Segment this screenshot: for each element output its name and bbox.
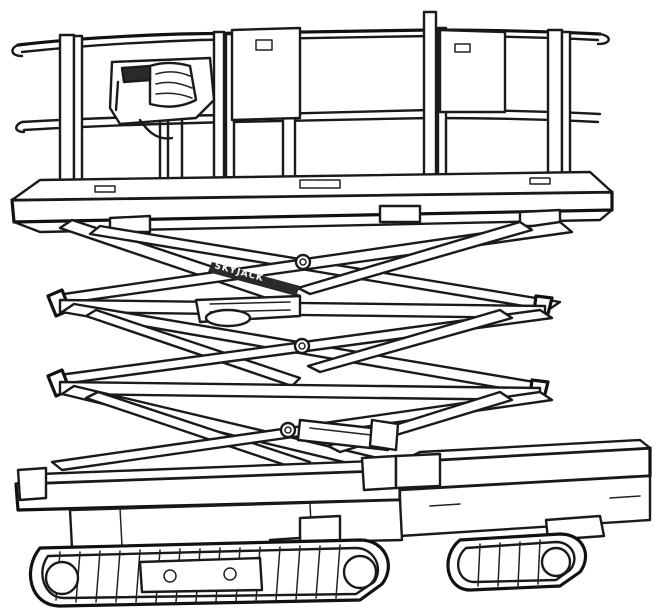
rear-panel — [230, 26, 507, 122]
scissor-mechanism: SKYJACK — [46, 218, 574, 480]
crawler-track-left — [29, 538, 390, 608]
control-box — [108, 56, 216, 140]
scissor-tier-2 — [50, 294, 554, 396]
platform-deck — [10, 170, 614, 234]
drive-wheel — [44, 560, 80, 596]
idler-wheel — [342, 554, 378, 590]
crawler-track-right — [446, 532, 588, 592]
guardrail — [11, 10, 610, 190]
scissor-tier-3 — [50, 384, 554, 480]
scissor-tier-1 — [48, 218, 574, 312]
chassis — [14, 438, 652, 564]
